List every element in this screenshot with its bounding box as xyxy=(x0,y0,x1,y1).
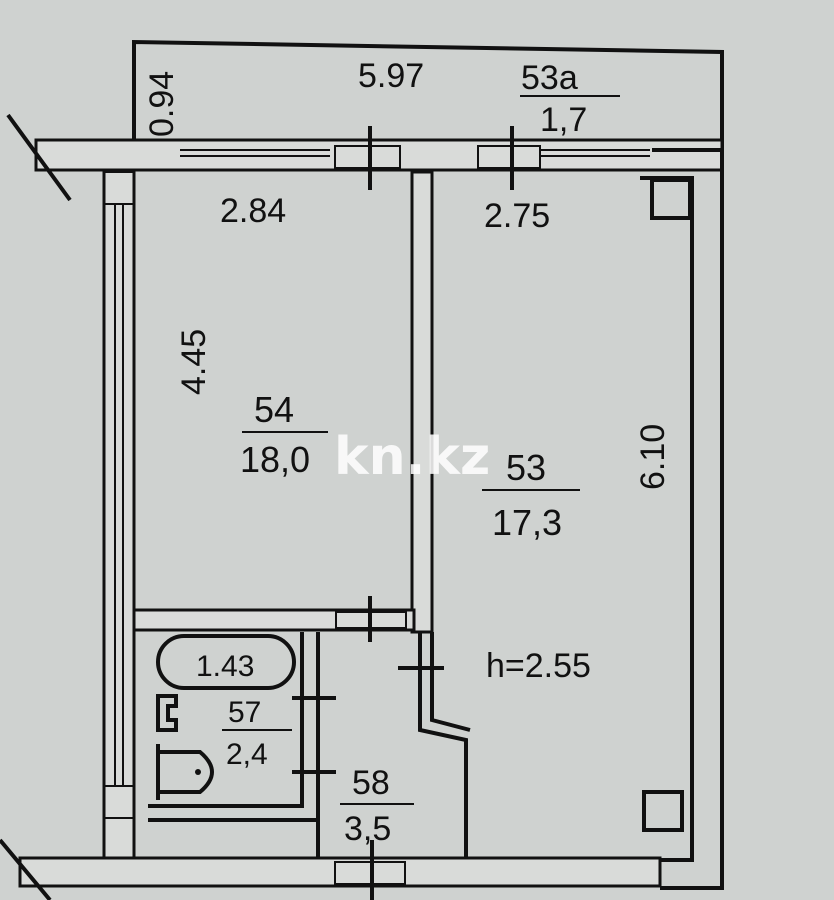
room53-number: 53 xyxy=(506,447,546,488)
vent-shaft-top xyxy=(650,178,692,220)
bathroom-number: 57 xyxy=(228,696,261,729)
room53-area: 17,3 xyxy=(492,502,562,543)
room54-number: 54 xyxy=(254,389,294,430)
bathroom-wall xyxy=(148,632,304,808)
window-frame-right xyxy=(477,145,541,169)
room54-length-label: 4.45 xyxy=(175,329,213,395)
balcony-room-number: 53a xyxy=(521,59,578,97)
balcony-area: 1,7 xyxy=(540,101,587,139)
watermark: kn.kz xyxy=(334,427,490,487)
balcony-width-label: 5.97 xyxy=(358,57,424,95)
room54-width-label: 2.84 xyxy=(220,192,286,230)
partition-hall-53-inner xyxy=(430,632,471,732)
room53-length-label: 6.10 xyxy=(634,424,672,490)
right-wall xyxy=(652,148,724,890)
balcony-outline xyxy=(132,39,724,148)
left-wall-cap-top xyxy=(103,171,135,205)
hall-area: 3,5 xyxy=(344,810,391,848)
vent-shaft-bottom xyxy=(642,790,684,832)
partition-54-bath xyxy=(132,608,416,632)
left-wall-cap-bottom xyxy=(103,785,135,819)
balcony-depth-label: 0.94 xyxy=(143,71,181,137)
room54-area: 18,0 xyxy=(240,439,310,480)
partition-54-53 xyxy=(410,170,434,634)
bottom-break-mark xyxy=(0,838,52,900)
bathroom-width-label: 1.43 xyxy=(196,650,254,683)
break-mark xyxy=(6,113,72,202)
room53-width-label: 2.75 xyxy=(484,197,550,235)
toilet-drain xyxy=(195,769,201,775)
left-wall xyxy=(102,168,136,862)
partition-hall-53 xyxy=(418,632,468,858)
hall-number: 58 xyxy=(352,764,390,802)
bathroom-area: 2,4 xyxy=(226,738,268,771)
balcony-door-frame xyxy=(334,145,401,169)
toilet xyxy=(156,744,214,800)
sink xyxy=(156,694,178,732)
bathtub xyxy=(156,634,296,690)
room53-ceiling-height: h=2.55 xyxy=(486,647,591,685)
